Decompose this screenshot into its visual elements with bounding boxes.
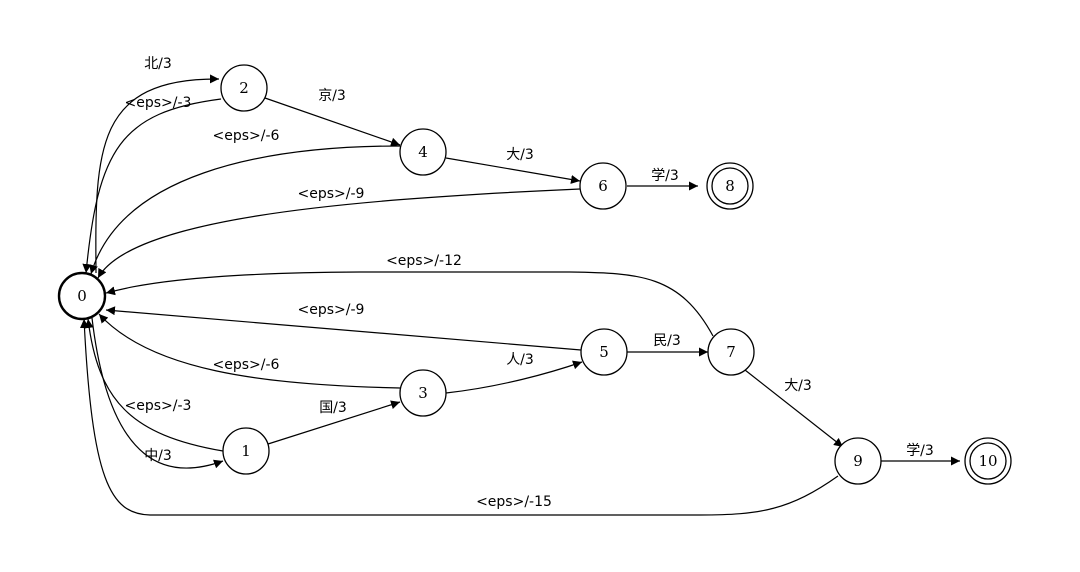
state-label-3: 3 (418, 384, 428, 402)
edge-0-to-1: 中/3 (91, 317, 224, 469)
edge-label-3-to-5: 人/3 (506, 352, 534, 368)
state-node-5: 5 (580, 328, 628, 376)
state-circle-7 (707, 328, 755, 376)
edge-label-9-to-10: 学/3 (906, 443, 934, 459)
edge-6-to-8: 学/3 (627, 168, 698, 191)
edge-arrow-4-to-0 (89, 145, 401, 275)
edge-1-to-0: <eps>/-3 (84, 318, 224, 452)
edges-layer: 北/3 <eps>/-3 京/3 <eps>/-6 大/3 学/3 <eps>/-9 <eps… (79, 56, 960, 516)
state-circle-2 (220, 64, 268, 112)
state-circle-1 (222, 427, 270, 475)
edge-7-to-0: <eps>/-12 (105, 253, 714, 337)
edge-label-9-to-0: <eps>/-15 (476, 494, 552, 510)
final-ring-10 (969, 442, 1007, 480)
state-label-2: 2 (239, 79, 249, 97)
state-circle-9 (834, 437, 882, 485)
edge-label-3-to-0: <eps>/-6 (213, 357, 280, 373)
state-node-6: 6 (579, 162, 627, 210)
edge-9-to-0: <eps>/-15 (79, 318, 839, 516)
edge-arrow-9-to-0 (79, 318, 839, 516)
edge-arrow-0-to-1 (91, 317, 224, 469)
edge-arrow-3-to-5 (445, 360, 583, 394)
state-label-8: 8 (725, 177, 735, 195)
state-node-7: 7 (707, 328, 755, 376)
edge-label-0-to-2: 北/3 (144, 56, 172, 72)
edge-3-to-5: 人/3 (445, 352, 583, 394)
edge-label-4-to-6: 大/3 (506, 147, 534, 163)
edge-label-4-to-0: <eps>/-6 (213, 128, 280, 144)
edge-2-to-4: 京/3 (264, 88, 401, 147)
edge-5-to-0: <eps>/-9 (105, 302, 582, 351)
state-node-9: 9 (834, 437, 882, 485)
state-circle-0 (57, 271, 107, 321)
state-label-4: 4 (418, 143, 428, 161)
edge-0-to-2: 北/3 (95, 56, 220, 274)
edge-label-5-to-7: 民/3 (653, 333, 681, 349)
edge-label-7-to-9: 大/3 (784, 378, 812, 394)
edge-arrow-3-to-0 (98, 313, 401, 389)
edge-label-7-to-0: <eps>/-12 (386, 253, 462, 269)
edge-arrow-1-to-0 (84, 318, 224, 452)
edge-label-2-to-4: 京/3 (318, 88, 346, 104)
state-circle-5 (580, 328, 628, 376)
edge-arrow-5-to-0 (105, 306, 582, 351)
state-label-5: 5 (599, 343, 609, 361)
state-label-6: 6 (598, 177, 608, 195)
state-label-1: 1 (241, 442, 251, 460)
state-label-10: 10 (978, 452, 997, 470)
edge-arrow-1-to-3 (267, 400, 401, 445)
edge-arrow-7-to-9 (744, 369, 844, 448)
edge-label-6-to-8: 学/3 (651, 168, 679, 184)
state-node-1: 1 (222, 427, 270, 475)
state-node-4: 4 (399, 128, 447, 176)
edge-2-to-0: <eps>/-3 (82, 95, 222, 274)
edge-7-to-9: 大/3 (744, 369, 844, 448)
edge-label-6-to-0: <eps>/-9 (298, 186, 365, 202)
state-label-7: 7 (726, 343, 736, 361)
state-circle-6 (579, 162, 627, 210)
edge-arrow-2-to-0 (82, 98, 222, 274)
edge-arrow-0-to-2 (95, 74, 220, 274)
state-node-10: 10 (964, 437, 1012, 485)
state-node-3: 3 (399, 369, 447, 417)
state-node-0: 0 (57, 271, 107, 321)
edge-9-to-10: 学/3 (881, 443, 960, 466)
edge-4-to-6: 大/3 (445, 147, 581, 184)
edge-label-5-to-0: <eps>/-9 (298, 302, 365, 318)
edge-label-0-to-1: 中/3 (144, 448, 172, 464)
state-circle-3 (399, 369, 447, 417)
edge-arrow-4-to-6 (445, 157, 581, 184)
nodes-layer: 0 1 2 3 4 5 6 7 8 9 10 (57, 64, 1012, 485)
state-circle-4 (399, 128, 447, 176)
final-ring-8 (711, 167, 749, 205)
state-node-2: 2 (220, 64, 268, 112)
edge-1-to-3: 国/3 (267, 400, 401, 445)
state-node-8: 8 (706, 162, 754, 210)
edge-label-1-to-0: <eps>/-3 (125, 398, 192, 414)
state-label-9: 9 (853, 452, 863, 470)
edge-3-to-0: <eps>/-6 (98, 313, 401, 389)
edge-4-to-0: <eps>/-6 (89, 128, 401, 275)
edge-label-1-to-3: 国/3 (319, 400, 347, 416)
edge-arrow-6-to-0 (97, 188, 581, 279)
edge-arrow-2-to-4 (264, 97, 401, 147)
edge-5-to-7: 民/3 (627, 333, 708, 357)
edge-label-2-to-0: <eps>/-3 (125, 95, 192, 111)
edge-arrow-7-to-0 (105, 271, 714, 337)
state-label-0: 0 (77, 287, 87, 305)
edge-6-to-0: <eps>/-9 (97, 186, 581, 279)
